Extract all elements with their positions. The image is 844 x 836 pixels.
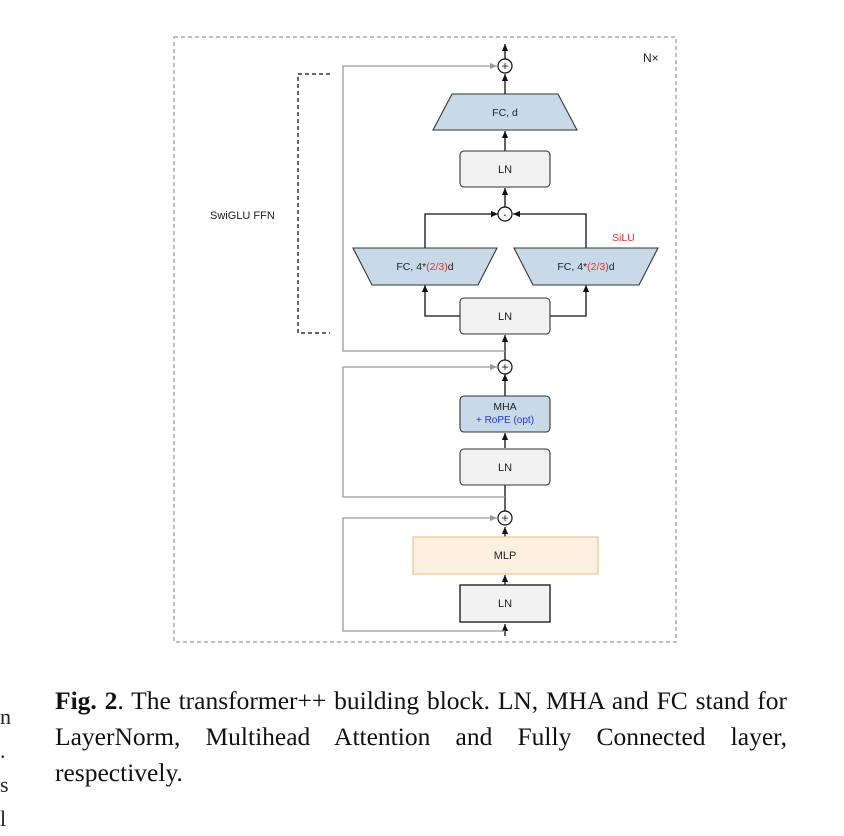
add-node-3 xyxy=(497,58,513,74)
figure-caption: Fig. 2. The transformer++ building block… xyxy=(55,683,787,791)
figure-label: Fig. 2 xyxy=(55,686,118,715)
margin-line: n xyxy=(0,704,11,729)
fc-branch-right xyxy=(513,247,659,286)
mha-label: MHA xyxy=(493,401,516,413)
add-node-1 xyxy=(497,510,513,526)
fc-branch-left xyxy=(352,247,498,286)
caption-text: . The transformer++ building block. LN, … xyxy=(55,686,787,787)
fc-left-to-product-arrow xyxy=(424,210,498,248)
ffn-group-label: SwiGLU FFN xyxy=(210,210,275,222)
ln-block-4-label: LN xyxy=(498,164,512,176)
transformer-block-diagram: N× SwiGLU FFN LN MLP + LN MHA + RoPE (op… xyxy=(173,36,677,643)
ln-block-1-label: LN xyxy=(498,598,512,610)
ln-block-1 xyxy=(459,584,551,623)
fc-branch-left-label: FC, 4*(2/3)d xyxy=(396,261,453,273)
mha-block xyxy=(459,395,551,433)
margin-line: . xyxy=(0,738,6,763)
rope-label: + RoPE (opt) xyxy=(476,415,534,426)
mlp-label: MLP xyxy=(494,550,517,562)
ln-block-3-label: LN xyxy=(498,311,512,323)
silu-label: SiLU xyxy=(612,232,635,244)
repeat-block-frame xyxy=(173,36,677,643)
fc-branch-right-label: FC, 4*(2/3)d xyxy=(557,261,614,273)
ln3-to-fc-left-arrow xyxy=(421,285,460,317)
fc-right-to-product-arrow xyxy=(513,210,587,248)
residual-ffn xyxy=(342,62,505,352)
add-node-3-symbol: + xyxy=(501,59,508,73)
residual-mlp xyxy=(342,514,505,632)
add-node-2 xyxy=(497,359,513,375)
ln-block-2 xyxy=(459,448,551,486)
margin-line: l xyxy=(0,806,7,831)
ffn-bracket xyxy=(297,73,330,334)
fc-top-label: FC, d xyxy=(492,107,518,119)
add-node-1-symbol: + xyxy=(501,511,508,525)
product-node xyxy=(497,206,513,222)
product-node-symbol: · xyxy=(503,206,508,222)
add-node-2-symbol: + xyxy=(501,360,508,374)
mlp-block xyxy=(412,536,599,575)
residual-mha xyxy=(342,363,505,498)
ln-block-3 xyxy=(459,297,551,335)
ln-block-2-label: LN xyxy=(498,462,512,474)
fc-top xyxy=(432,93,578,131)
ln-block-4 xyxy=(459,150,551,188)
margin-line: s xyxy=(0,772,9,797)
ln3-to-fc-right-arrow xyxy=(550,285,590,317)
repeat-label: N× xyxy=(643,51,659,65)
cropped-margin-text: n . s l xyxy=(0,700,16,836)
